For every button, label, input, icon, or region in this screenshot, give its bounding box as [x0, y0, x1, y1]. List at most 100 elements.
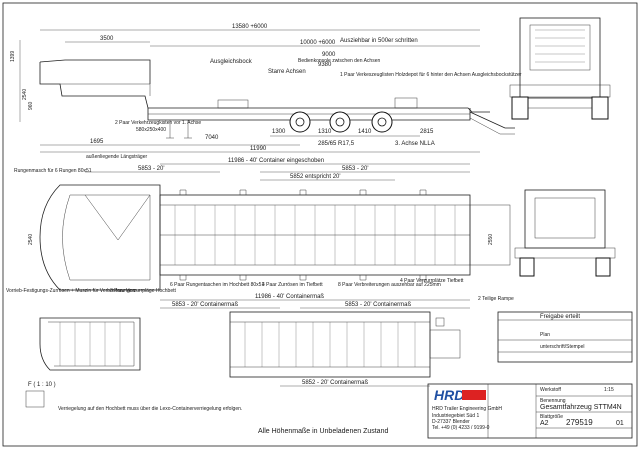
- doc-label: Werkstoff: [540, 387, 562, 393]
- top-gooseneck: [39, 184, 161, 291]
- top-dim-w3: 5853 - 20': [342, 166, 369, 172]
- detail-box: [25, 390, 45, 408]
- dim-d11: 7040: [205, 135, 219, 141]
- company-line-3: Tel. +49 (0) 4233 / 9199-0: [432, 425, 490, 431]
- note-kingpin: Rungenmasch für 6 Rungen 80x51: [14, 168, 92, 174]
- rear-detail-deck: [514, 247, 616, 259]
- note-lashing: außenliegende Längsträger: [86, 154, 147, 160]
- rear-grill: [535, 29, 585, 63]
- title-frame: [427, 383, 633, 439]
- top-dim-w1: 11986 - 40' Container eingeschoben: [228, 158, 324, 164]
- note-eyes: 4 Paar Zurrösen im Tiefbett: [262, 282, 323, 288]
- company-line-2: D-27337 Blender: [432, 419, 470, 425]
- bottom-dim-b1: 11986 - 40' Containermaß: [255, 294, 324, 300]
- top-dim-h2: 2550: [488, 234, 494, 245]
- logo-sub: HRD Trailer Engineering GmbH: [432, 406, 502, 412]
- ramp-side-2: [469, 117, 515, 135]
- detail-outline: [39, 317, 141, 371]
- note-rear-eyes: 4 Paar Verzurrplätze Tiefbett: [400, 278, 464, 284]
- tire-size: 285/65 R17,5: [318, 141, 355, 147]
- company-line-1: Industriegebiet Süd 1: [432, 413, 479, 419]
- note-pairs: 8 Paar Verbreiterungen auszehbar auf 225…: [338, 282, 441, 288]
- dim-d6: 1300: [272, 129, 286, 135]
- dim-h2: 2540: [22, 89, 28, 100]
- detail-inner: [48, 321, 135, 367]
- landing-legs: [166, 120, 192, 139]
- bottom-dim-b2: 5853 - 20' Containermaß: [172, 302, 239, 308]
- approval-label: Freigabe erteilt: [540, 314, 580, 320]
- top-cross-members: [174, 205, 456, 265]
- top-stake-pockets-lower: [179, 275, 427, 281]
- container-view: 11986 - 40' Containermaß 5853 - 20' Cont…: [160, 294, 470, 387]
- detail-f: F ( 1 : 10 ): [25, 317, 141, 408]
- bottom-dim-b3: 5853 - 20' Containermaß: [345, 302, 412, 308]
- hub-3: [377, 117, 387, 127]
- dim-d5: 9380: [318, 62, 332, 68]
- dim-d4: 9000: [322, 52, 336, 58]
- rear-detail-wheel-l: [519, 257, 535, 277]
- dim-d10: 1695: [90, 139, 104, 145]
- lock-note: Verriegelung auf den Hochbett muss über …: [58, 406, 242, 412]
- gooseneck-outline: [39, 59, 151, 84]
- detail-ribs: [59, 322, 121, 366]
- hrd-logo-mark: [462, 390, 486, 400]
- drawing-title: Gesamtfahrzeug STTM4N: [540, 404, 622, 411]
- top-dim-w2: 5853 - 20': [138, 166, 165, 172]
- bottom-dim-b4: 5852 - 20' Containermaß: [302, 380, 369, 386]
- ramp-side: [469, 111, 515, 129]
- drawing-number: 279519: [566, 418, 593, 427]
- footer-note: Alle Höhenmaße in Unbeladenen Zustand: [258, 428, 388, 435]
- box-dims: 580x250x400: [136, 127, 166, 133]
- top-dim-h1: 2540: [28, 234, 34, 245]
- top-gooseneck-brace: [84, 194, 151, 241]
- note-twist-rear: 3 Paar Verzurrpläge Hochbett: [110, 288, 176, 294]
- rear-detail-wheel-r: [595, 257, 611, 277]
- note-twist-front: Vorrieb-Festigungs-Zurrösen + Muszin für…: [6, 288, 136, 294]
- note-wood-store: 1 Paar Verkeszeuglisten Holzdepot für 6 …: [340, 72, 522, 78]
- top-gooseneck-inner: [62, 194, 151, 281]
- dim-h3: 960: [28, 101, 34, 110]
- dim-d2: 3500: [100, 36, 114, 42]
- approval-box: [497, 311, 633, 363]
- rear-detail: [524, 189, 606, 249]
- dim-h1: 1399: [10, 51, 16, 62]
- note-console: Bedienkonsole zwischen den Achsen: [298, 58, 380, 64]
- rear-outline: [519, 17, 601, 99]
- dim-d8: 1410: [358, 129, 372, 135]
- rear-gooseneck: [529, 24, 591, 71]
- drawing-index: 01: [616, 420, 624, 427]
- container-ramp: [429, 329, 461, 359]
- side-view: 13580 +6000 3500 10000 +6000 Auszieh​bar…: [10, 24, 522, 153]
- rear-detail-inner: [534, 197, 596, 239]
- sheet-label: Blattgröße: [540, 414, 563, 420]
- sheet-size: A2: [540, 420, 549, 427]
- top-dim-w4: 5852 entspricht 20': [290, 174, 341, 180]
- wood-store-side: [394, 97, 418, 109]
- note-axle3: 3. Achse NLLA: [395, 141, 435, 147]
- dim-d1: 13580 +6000: [232, 24, 268, 30]
- rear-wheel-right: [591, 96, 609, 120]
- sheet-border: [2, 2, 638, 447]
- dim-d3: 10000 +6000: [300, 40, 336, 46]
- container-lock: [435, 317, 445, 327]
- hub-2: [335, 117, 345, 127]
- extension-note: Auszieh​bar in 500er schritten: [340, 38, 418, 44]
- top-stake-pockets: [179, 189, 427, 195]
- rear-view: [509, 17, 611, 120]
- detail-label: F ( 1 : 10 ): [28, 382, 56, 388]
- top-view: 11986 - 40' Container eingeschoben 5853 …: [6, 154, 616, 302]
- title-block: Freigabe erteilt Plan unterschrift/Stemp…: [427, 311, 633, 439]
- title-label: Benennung: [540, 398, 566, 404]
- rear-wheel-left: [511, 96, 529, 120]
- note-toolbox: 2 Paar Verkehrzeugkisten vor 1. Achse: [115, 120, 201, 126]
- dim-d7: 1310: [318, 129, 332, 135]
- note-tool-box: Ausgleichsbock: [210, 59, 253, 65]
- side-frame-upper: [39, 62, 490, 113]
- gooseneck-deck: [60, 83, 151, 96]
- note-pockets: 6 Paar Rungentaschen im Hochbett 80x51: [170, 282, 264, 288]
- scale: 1:15: [604, 387, 614, 393]
- rev-label: unterschrift/Stempel: [540, 344, 584, 350]
- toolbox-side: [217, 99, 249, 109]
